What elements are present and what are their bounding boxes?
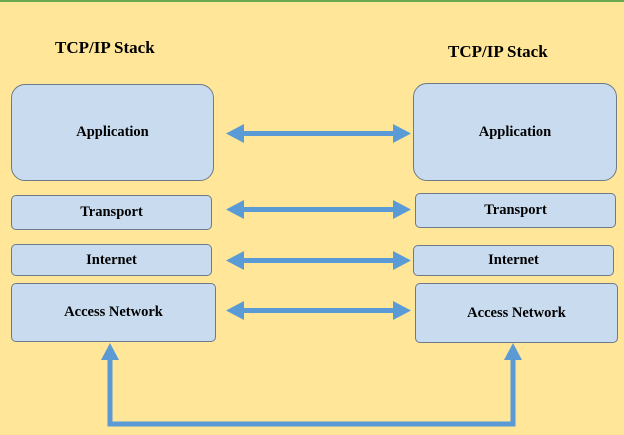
right-stack-title: TCP/IP Stack <box>448 42 548 61</box>
right-access-network-label: Access Network <box>467 304 566 321</box>
left-transport-layer: Transport <box>11 195 212 230</box>
top-border-line <box>0 0 624 2</box>
right-internet-layer: Internet <box>413 245 614 276</box>
right-internet-label: Internet <box>488 252 539 268</box>
internet-peer-arrow <box>226 251 411 270</box>
right-application-layer: Application <box>413 83 617 181</box>
left-internet-label: Internet <box>86 251 137 268</box>
left-internet-layer: Internet <box>11 244 212 276</box>
access-network-peer-arrow <box>226 301 411 320</box>
right-transport-layer: Transport <box>415 193 616 228</box>
left-transport-label: Transport <box>80 204 143 220</box>
transport-peer-arrow <box>226 200 411 219</box>
left-access-network-layer: Access Network <box>11 283 216 342</box>
left-stack-title: TCP/IP Stack <box>55 38 155 57</box>
left-access-network-label: Access Network <box>64 304 163 320</box>
physical-link-arrow <box>101 343 522 427</box>
right-transport-label: Transport <box>484 202 547 218</box>
right-application-label: Application <box>478 123 552 140</box>
left-application-layer: Application <box>11 84 214 181</box>
application-peer-arrow <box>226 124 411 143</box>
right-access-network-layer: Access Network <box>415 283 618 343</box>
left-application-label: Application <box>76 124 149 140</box>
